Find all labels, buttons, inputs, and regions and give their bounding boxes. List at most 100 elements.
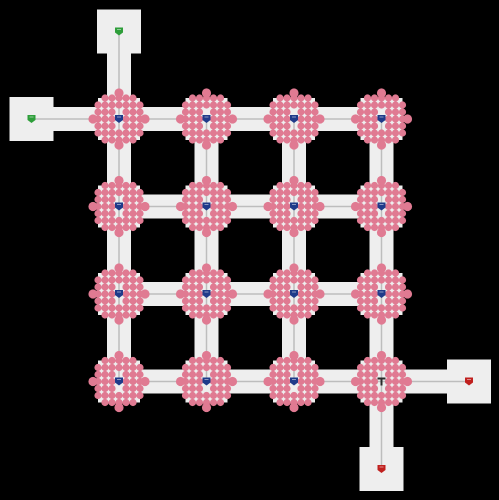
pellet (195, 94, 204, 102)
port-pellet (402, 376, 413, 387)
pellet (195, 290, 204, 298)
pellet (129, 195, 137, 204)
node-agent (115, 202, 123, 211)
pellet (356, 363, 365, 372)
pellet (276, 370, 284, 379)
pellet (209, 216, 218, 225)
pellet (209, 115, 218, 123)
pellet (188, 181, 197, 190)
pellet (283, 129, 291, 137)
port-pellet (350, 201, 361, 212)
pellet (195, 283, 204, 291)
pellet (181, 129, 190, 137)
pellet (195, 209, 204, 218)
pellet (216, 370, 225, 379)
pellet (363, 202, 372, 211)
pellet (311, 391, 319, 400)
pellet (115, 129, 123, 137)
port-pellet (263, 201, 273, 212)
pellet (202, 276, 211, 284)
pellet (283, 209, 291, 218)
pellet (363, 94, 372, 102)
pellet (216, 283, 225, 291)
pellet (297, 202, 305, 211)
pellet (283, 108, 291, 116)
pellet (115, 188, 123, 197)
pellet (136, 122, 144, 130)
pellet (304, 115, 312, 123)
pellet (223, 209, 232, 218)
pellet (108, 108, 116, 116)
pellet (384, 101, 393, 109)
pellet (283, 216, 291, 225)
pellet (398, 216, 407, 225)
pellet (297, 377, 305, 386)
pellet (216, 363, 225, 372)
port-pellet (289, 88, 299, 98)
node-agent (115, 115, 123, 123)
node-agent (202, 290, 211, 298)
pellet (209, 129, 218, 137)
pellet (122, 216, 130, 225)
port-pellet (201, 350, 212, 361)
pellet (209, 363, 218, 372)
port-pellet (88, 289, 98, 299)
pellet (398, 122, 407, 130)
pellet (283, 363, 291, 372)
pellet (129, 216, 137, 225)
pellet (363, 115, 372, 123)
pellet (398, 370, 407, 379)
pellet (297, 136, 305, 144)
pellet (108, 363, 116, 372)
pellet (181, 276, 190, 284)
pellet (398, 283, 407, 291)
pellet (297, 216, 305, 225)
pellet (384, 209, 393, 218)
pellet (370, 181, 379, 190)
pellet (283, 181, 291, 190)
pellet (216, 94, 225, 102)
pellet (129, 136, 137, 144)
pellet (115, 101, 123, 109)
port-pellet (201, 315, 212, 325)
pellet (391, 129, 400, 137)
pellet (122, 136, 130, 144)
pellet (377, 391, 386, 400)
port-pellet (289, 402, 299, 413)
pellet (356, 304, 365, 312)
pellet (94, 363, 102, 372)
pellet (311, 101, 319, 109)
pellet (101, 311, 109, 319)
pellet (269, 391, 277, 400)
pellet (269, 195, 277, 204)
pellet (398, 363, 407, 372)
pellet (304, 276, 312, 284)
pellet (209, 223, 218, 232)
pellet (188, 276, 197, 284)
pellet (122, 290, 130, 298)
pellet (101, 276, 109, 284)
pellet (101, 391, 109, 400)
pellet (370, 269, 379, 277)
pellet (311, 297, 319, 305)
pellet (356, 122, 365, 130)
pellet (377, 363, 386, 372)
pellet (391, 283, 400, 291)
node-agent (202, 115, 211, 123)
pellet (129, 290, 137, 298)
pellet (195, 195, 204, 204)
pellet (304, 223, 312, 232)
pellet (108, 304, 116, 312)
pellet (223, 216, 232, 225)
pellet (94, 216, 102, 225)
pellet (94, 304, 102, 312)
pellet (101, 398, 109, 407)
pellet (370, 377, 379, 386)
pellet (304, 304, 312, 312)
pellet (209, 304, 218, 312)
pellet (108, 377, 116, 386)
pellet (195, 311, 204, 319)
pellet (216, 398, 225, 407)
pellet (356, 391, 365, 400)
pellet (290, 363, 298, 372)
